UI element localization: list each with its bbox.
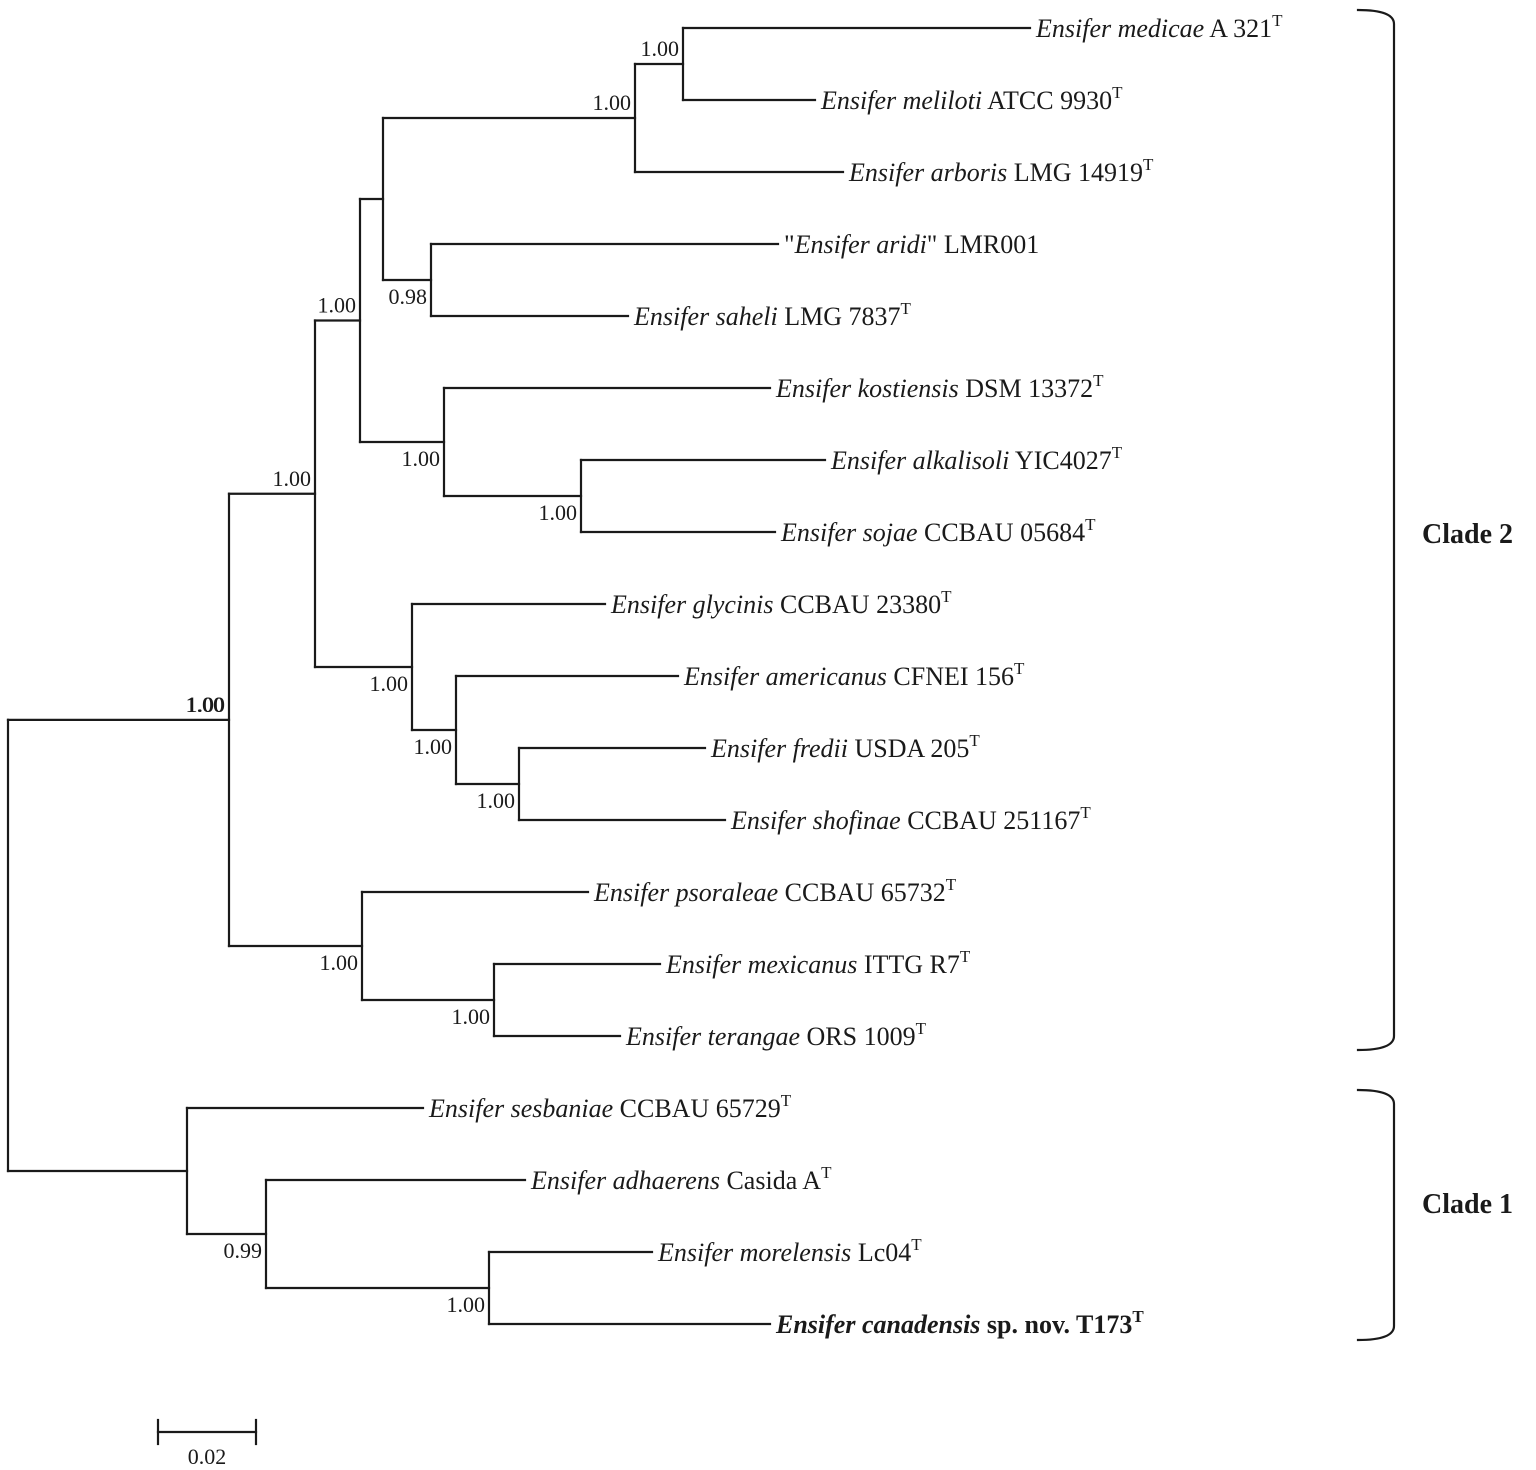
- taxon-label: Ensifer psoraleae CCBAU 65732T: [593, 875, 957, 907]
- taxon-label: Ensifer canadensis sp. nov. T173T: [775, 1307, 1144, 1339]
- support-value: 1.00: [593, 90, 632, 115]
- taxon-label: Ensifer americanus CFNEI 156T: [683, 659, 1025, 691]
- taxon-labels: Ensifer medicae A 321T Ensifer meliloti A…: [428, 11, 1283, 1339]
- scale-bar: 0.02: [156, 1418, 258, 1469]
- support-value: 1.00: [414, 734, 453, 759]
- support-value: 0.99: [224, 1238, 263, 1263]
- support-value: 1.00: [187, 692, 226, 717]
- scale-bar-label: 0.02: [188, 1444, 227, 1469]
- taxon-label: Ensifer adhaerens Casida AT: [530, 1163, 832, 1195]
- taxon-label: Ensifer glycinis CCBAU 23380T: [610, 587, 952, 619]
- taxon-label: Ensifer sojae CCBAU 05684T: [780, 515, 1096, 547]
- taxon-label: Ensifer saheli LMG 7837T: [633, 299, 912, 331]
- support-value: 1.00: [318, 293, 357, 318]
- taxon-label: Ensifer medicae A 321T: [1035, 11, 1283, 43]
- taxon-label: Ensifer mexicanus ITTG R7T: [665, 947, 971, 979]
- taxon-label: Ensifer kostiensis DSM 13372T: [775, 371, 1104, 403]
- support-value: 1.00: [370, 671, 409, 696]
- taxon-label: Ensifer alkalisoli YIC4027T: [830, 443, 1123, 475]
- clade-1-label: Clade 1: [1422, 1189, 1513, 1220]
- clade-2-label: Clade 2: [1422, 519, 1513, 550]
- taxon-label: Ensifer terangae ORS 1009T: [625, 1019, 927, 1051]
- support-value: 1.00: [273, 466, 312, 491]
- support-value: 1.00: [402, 446, 441, 471]
- support-value: 1.00: [539, 500, 578, 525]
- support-value: 1.00: [477, 788, 516, 813]
- taxon-label: Ensifer meliloti ATCC 9930T: [820, 83, 1123, 115]
- support-value: 0.98: [389, 284, 428, 309]
- support-value: 1.00: [641, 36, 680, 61]
- taxon-label: Ensifer arboris LMG 14919T: [848, 155, 1154, 187]
- taxon-label: "Ensifer aridi" LMR001: [784, 230, 1039, 259]
- taxon-label: Ensifer shofinae CCBAU 251167T: [730, 803, 1091, 835]
- tree-branches: [6, 26, 1032, 1326]
- support-value: 1.00: [186, 692, 225, 717]
- taxon-label: Ensifer fredii USDA 205T: [710, 731, 980, 763]
- support-values: 1.00 1.00 1.00 1.00 1.00 1.00 0.98 1.00 1.00 1.00…: [186, 36, 680, 1317]
- support-value: 1.00: [320, 950, 359, 975]
- taxon-label: Ensifer sesbaniae CCBAU 65729T: [428, 1091, 792, 1123]
- clade-2-bracket: [1356, 8, 1396, 1052]
- support-value: 1.00: [452, 1004, 491, 1029]
- support-value: 1.00: [447, 1292, 486, 1317]
- clade-1-bracket: [1356, 1088, 1396, 1342]
- taxon-label: Ensifer morelensis Lc04T: [657, 1235, 922, 1267]
